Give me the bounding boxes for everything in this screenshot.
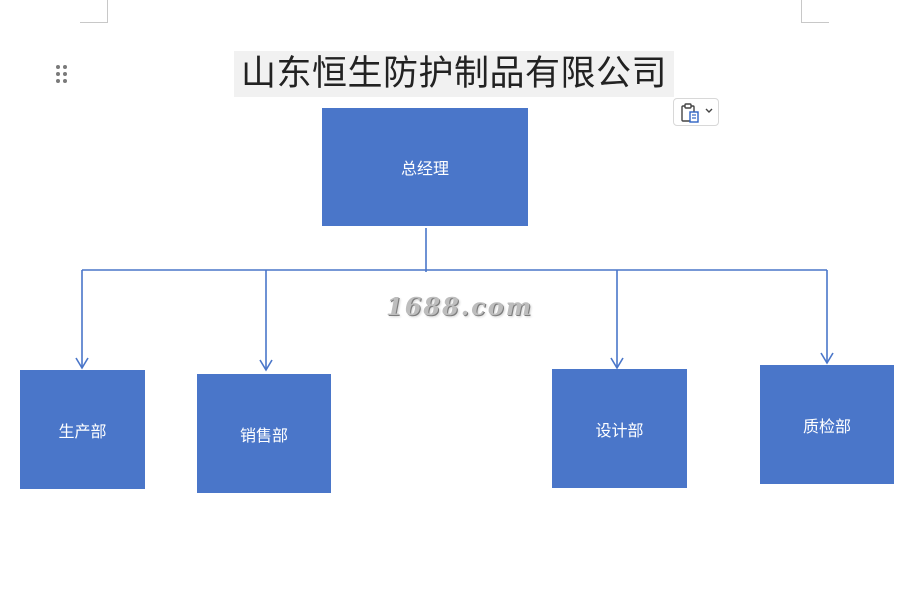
arrowhead-1 xyxy=(75,357,89,370)
crop-mark-right xyxy=(801,0,829,23)
node-qc-dept[interactable]: 质检部 xyxy=(760,365,894,484)
node-design-dept[interactable]: 设计部 xyxy=(552,369,687,488)
node-sales-dept[interactable]: 销售部 xyxy=(197,374,331,493)
arrowhead-2 xyxy=(259,359,273,372)
paste-options-button[interactable] xyxy=(673,98,719,126)
arrowhead-4 xyxy=(820,352,834,365)
node-production-dept[interactable]: 生产部 xyxy=(20,370,145,489)
node-general-manager[interactable]: 总经理 xyxy=(322,108,528,226)
arrowhead-3 xyxy=(610,357,624,370)
document-title: 山东恒生防护制品有限公司 xyxy=(234,51,674,97)
crop-mark-left xyxy=(80,0,108,23)
drag-handle-icon[interactable] xyxy=(55,64,69,86)
watermark-text: 1688.com xyxy=(386,292,534,321)
clipboard-icon xyxy=(681,103,699,123)
chevron-down-icon xyxy=(705,108,713,113)
